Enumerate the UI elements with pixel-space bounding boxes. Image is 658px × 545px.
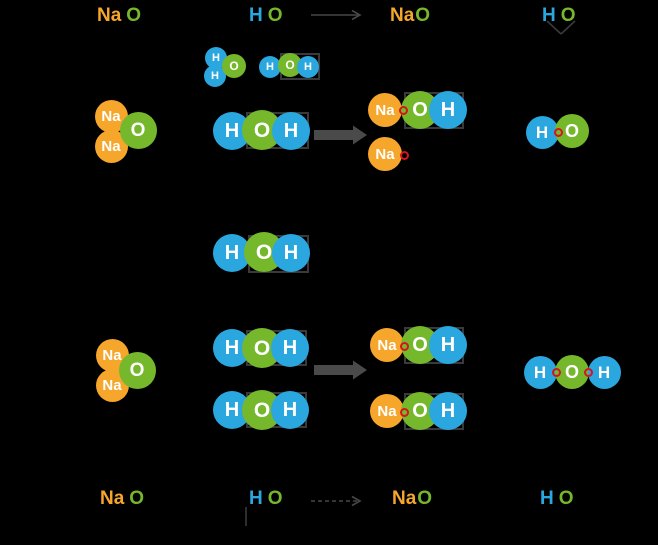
atom-h: H — [429, 326, 467, 364]
bond-marker-ring — [553, 127, 563, 137]
atom-h: H — [205, 47, 227, 69]
formula-token: O — [267, 5, 283, 26]
atom-h: H — [259, 56, 281, 78]
formula-token: H — [249, 5, 263, 26]
bond-marker-ring — [399, 150, 409, 160]
formula-token: Na — [100, 488, 125, 509]
atom-h: H — [272, 234, 310, 272]
atom-h: H — [271, 391, 309, 429]
atom-o: O — [555, 355, 589, 389]
formula-token: O — [126, 5, 142, 26]
formula-token: H — [542, 5, 556, 26]
bond-marker-ring — [399, 407, 409, 417]
atom-o: O — [119, 111, 157, 149]
atom-h: H — [272, 112, 310, 150]
bond-marker-ring — [583, 367, 593, 377]
bond-marker-ring — [551, 367, 561, 377]
atom-na: Na — [370, 394, 404, 428]
atom-h: H — [523, 355, 557, 389]
formula-token: O — [267, 488, 283, 509]
formula-token: H — [540, 488, 554, 509]
atom-o: O — [242, 110, 282, 150]
formula-token: O — [417, 488, 433, 509]
bond-marker-ring — [398, 105, 408, 115]
formula-token: Na — [392, 488, 417, 509]
atom-na: Na — [95, 368, 129, 402]
formula-token: O — [560, 5, 576, 26]
atom-na: Na — [368, 137, 402, 171]
atom-h: H — [429, 392, 467, 430]
formula-token: Na — [390, 5, 415, 26]
atom-h: H — [271, 329, 309, 367]
atom-h: H — [297, 56, 319, 78]
atom-o: O — [118, 351, 156, 389]
formula-token: Na — [97, 5, 122, 26]
atom-na: Na — [95, 338, 129, 372]
atom-h: H — [429, 91, 467, 129]
atom-na: Na — [370, 328, 404, 362]
formula-token: O — [558, 488, 574, 509]
atom-h: H — [587, 355, 621, 389]
atom-na: Na — [368, 93, 402, 127]
atom-h: H — [213, 391, 251, 429]
formula-token: O — [415, 5, 431, 26]
atom-h: H — [204, 65, 226, 87]
atom-h: H — [525, 115, 559, 149]
formula-token: O — [129, 488, 145, 509]
atom-o: O — [222, 54, 246, 78]
bond-marker-ring — [399, 341, 409, 351]
formula-token: H — [249, 488, 263, 509]
